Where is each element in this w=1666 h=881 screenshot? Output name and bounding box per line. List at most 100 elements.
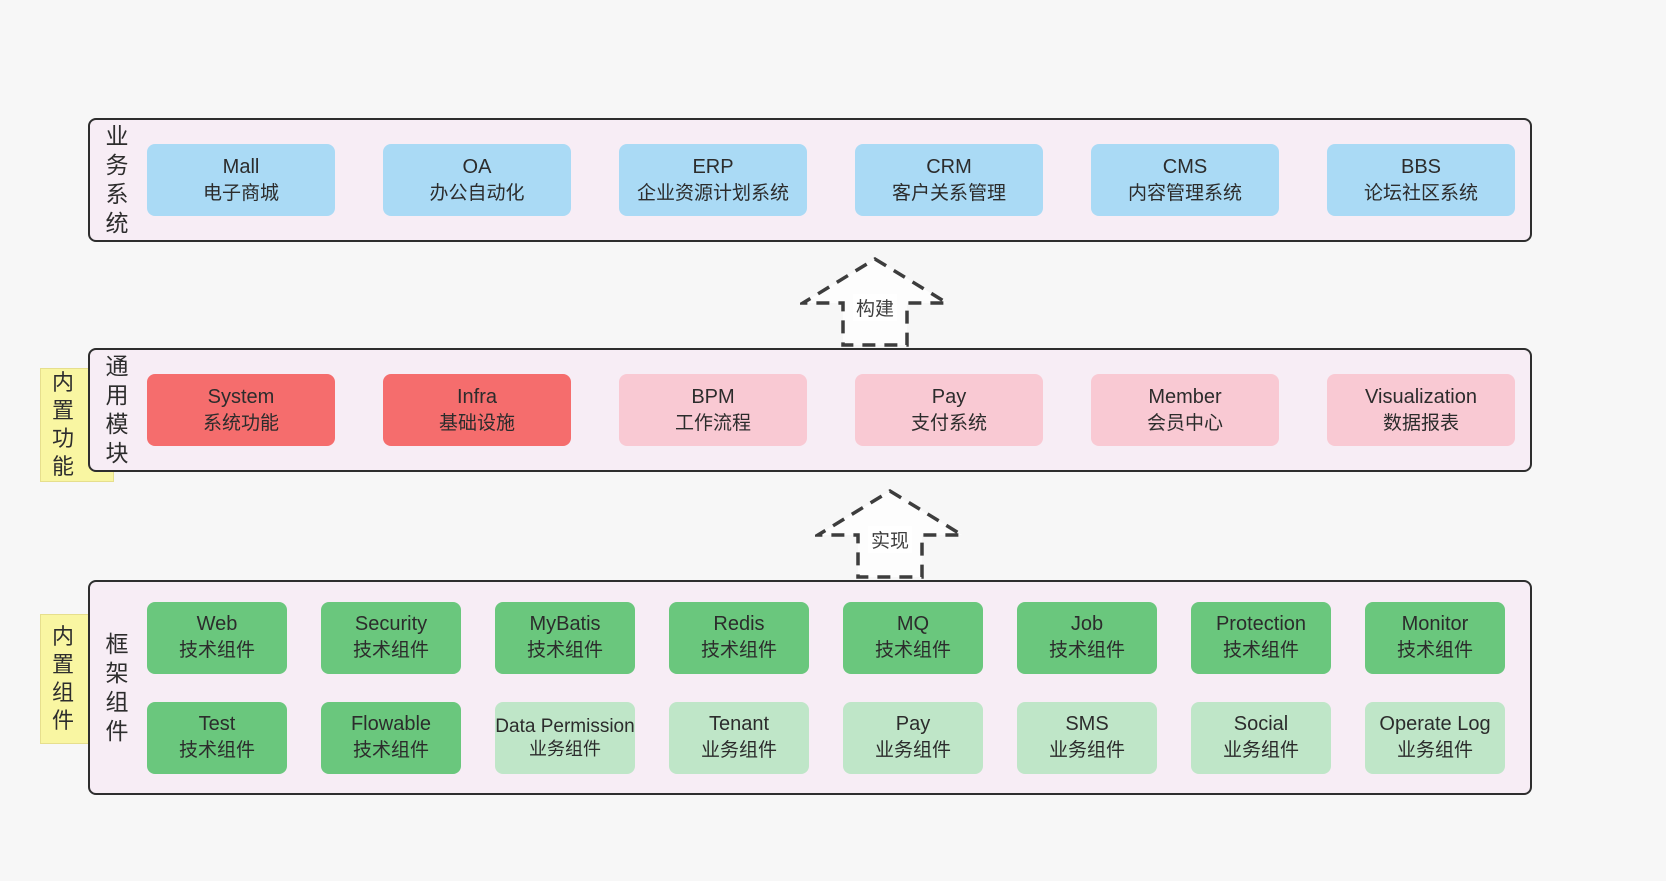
box-title: Monitor xyxy=(1401,613,1469,635)
box-title: Member xyxy=(1148,385,1222,408)
implement-arrow-label: 实现 xyxy=(867,526,913,553)
box-subtitle: 电子商城 xyxy=(202,182,279,204)
box-web: Web 技术组件 xyxy=(147,601,287,674)
box-mybatis: MyBatis 技术组件 xyxy=(495,601,635,674)
box-subtitle: 业务组件 xyxy=(1222,740,1299,761)
box-title: BBS xyxy=(1400,155,1442,178)
box-subtitle: 业务组件 xyxy=(1048,740,1125,761)
box-subtitle: 技术组件 xyxy=(352,740,429,761)
box-subtitle: 客户关系管理 xyxy=(891,182,1006,204)
box-title: Security xyxy=(354,613,428,635)
box-system: System 系统功能 xyxy=(147,374,335,446)
box-title: Flowable xyxy=(350,713,432,735)
box-flowable: Flowable 技术组件 xyxy=(321,701,461,774)
box-tenant: Tenant 业务组件 xyxy=(669,701,809,774)
tech-components-row: Web 技术组件 Security 技术组件 MyBatis 技术组件 Redi… xyxy=(147,601,1505,674)
box-title: Test xyxy=(198,713,236,735)
biz-components-row: Test 技术组件 Flowable 技术组件 Data Permission … xyxy=(147,701,1505,774)
box-bbs: BBS 论坛社区系统 xyxy=(1327,144,1515,216)
box-bpm: BPM 工作流程 xyxy=(619,374,807,446)
framework-components-grid: Web 技术组件 Security 技术组件 MyBatis 技术组件 Redi… xyxy=(147,601,1505,774)
box-subtitle: 论坛社区系统 xyxy=(1363,182,1478,204)
box-pay-component: Pay 业务组件 xyxy=(843,701,983,774)
box-subtitle: 技术组件 xyxy=(700,640,777,661)
box-subtitle: 工作流程 xyxy=(674,412,751,434)
business-systems-row: Mall 电子商城 OA 办公自动化 ERP 企业资源计划系统 CRM 客户关系… xyxy=(147,144,1515,216)
box-subtitle: 技术组件 xyxy=(1222,640,1299,661)
box-protection: Protection 技术组件 xyxy=(1191,601,1331,674)
box-subtitle: 技术组件 xyxy=(352,640,429,661)
box-monitor: Monitor 技术组件 xyxy=(1365,601,1505,674)
box-operate-log: Operate Log 业务组件 xyxy=(1365,701,1505,774)
box-subtitle: 办公自动化 xyxy=(429,182,525,204)
box-subtitle: 内容管理系统 xyxy=(1127,182,1242,204)
box-title: CRM xyxy=(926,155,972,178)
box-title: Mall xyxy=(222,155,260,178)
box-crm: CRM 客户关系管理 xyxy=(855,144,1043,216)
box-title: ERP xyxy=(692,155,734,178)
box-pay-module: Pay 支付系统 xyxy=(855,374,1043,446)
box-data-permission: Data Permission 业务组件 xyxy=(495,701,635,774)
section-label: 框架组件 xyxy=(105,630,129,744)
box-redis: Redis 技术组件 xyxy=(669,601,809,674)
box-mall: Mall 电子商城 xyxy=(147,144,335,216)
section-label: 通用模块 xyxy=(105,353,129,466)
box-title: Protection xyxy=(1215,613,1307,635)
box-title: Social xyxy=(1233,713,1289,735)
box-security: Security 技术组件 xyxy=(321,601,461,674)
box-subtitle: 业务组件 xyxy=(1396,740,1473,761)
build-arrow: 构建 xyxy=(800,256,950,348)
box-title: Job xyxy=(1070,613,1104,635)
sticky-note-label: 内置组件 xyxy=(51,624,74,733)
box-subtitle: 技术组件 xyxy=(526,640,603,661)
box-subtitle: 数据报表 xyxy=(1382,412,1459,434)
box-subtitle: 技术组件 xyxy=(874,640,951,661)
sticky-note-label: 内置功能 xyxy=(51,370,74,479)
box-title: Data Permission xyxy=(495,715,635,737)
box-title: BPM xyxy=(691,385,735,408)
panel-framework-components: 框架组件 Web 技术组件 Security 技术组件 MyBatis 技术组件… xyxy=(88,580,1532,795)
box-visualization: Visualization 数据报表 xyxy=(1327,374,1515,446)
box-title: MyBatis xyxy=(529,613,601,635)
box-test: Test 技术组件 xyxy=(147,701,287,774)
box-subtitle: 业务组件 xyxy=(529,738,601,759)
box-title: Infra xyxy=(456,385,498,408)
build-arrow-label: 构建 xyxy=(852,294,898,321)
box-subtitle: 技术组件 xyxy=(178,640,255,661)
box-mq: MQ 技术组件 xyxy=(843,601,983,674)
box-title: MQ xyxy=(896,613,930,635)
box-title: SMS xyxy=(1065,713,1109,735)
box-subtitle: 业务组件 xyxy=(874,740,951,761)
box-infra: Infra 基础设施 xyxy=(383,374,571,446)
box-oa: OA 办公自动化 xyxy=(383,144,571,216)
box-title: Operate Log xyxy=(1379,713,1491,735)
box-subtitle: 系统功能 xyxy=(202,412,279,434)
implement-arrow: 实现 xyxy=(815,488,965,580)
box-erp: ERP 企业资源计划系统 xyxy=(619,144,807,216)
box-cms: CMS 内容管理系统 xyxy=(1091,144,1279,216)
box-subtitle: 技术组件 xyxy=(1048,640,1125,661)
panel-common-modules: 通用模块 System 系统功能 Infra 基础设施 BPM 工作流程 Pay… xyxy=(88,348,1532,472)
box-title: Pay xyxy=(895,713,931,735)
section-label: 业务系统 xyxy=(105,123,129,236)
common-modules-row: System 系统功能 Infra 基础设施 BPM 工作流程 Pay 支付系统… xyxy=(147,374,1515,446)
box-title: OA xyxy=(462,155,492,178)
box-title: CMS xyxy=(1162,155,1208,178)
box-title: Redis xyxy=(713,613,765,635)
box-social: Social 业务组件 xyxy=(1191,701,1331,774)
box-subtitle: 企业资源计划系统 xyxy=(636,182,789,204)
box-job: Job 技术组件 xyxy=(1017,601,1157,674)
box-subtitle: 技术组件 xyxy=(1396,640,1473,661)
box-title: System xyxy=(207,385,275,408)
box-subtitle: 业务组件 xyxy=(700,740,777,761)
box-subtitle: 技术组件 xyxy=(178,740,255,761)
panel-business-systems: 业务系统 Mall 电子商城 OA 办公自动化 ERP 企业资源计划系统 CRM… xyxy=(88,118,1532,242)
box-subtitle: 基础设施 xyxy=(438,412,515,434)
box-subtitle: 会员中心 xyxy=(1146,412,1223,434)
box-member: Member 会员中心 xyxy=(1091,374,1279,446)
box-title: Web xyxy=(196,613,238,635)
box-title: Pay xyxy=(931,385,967,408)
box-sms: SMS 业务组件 xyxy=(1017,701,1157,774)
box-title: Tenant xyxy=(708,713,770,735)
